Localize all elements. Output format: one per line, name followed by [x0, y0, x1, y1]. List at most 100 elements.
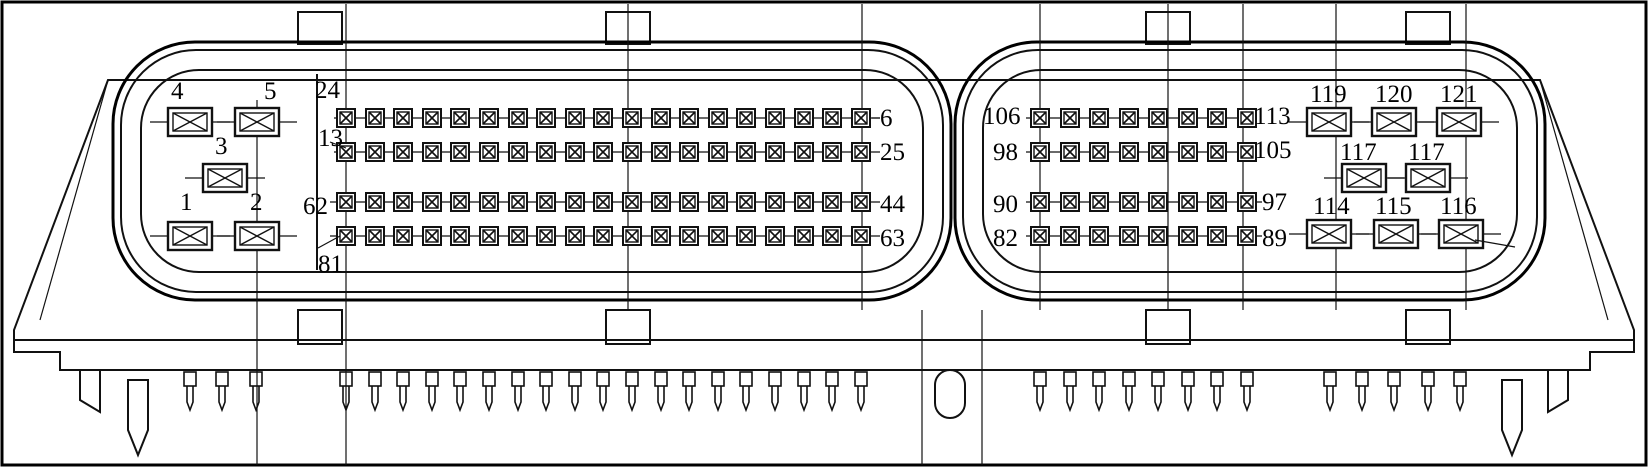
pin-label-5: 5 [264, 78, 277, 105]
pin-label-2: 2 [250, 189, 263, 216]
contact-leg [654, 371, 668, 413]
pin-label-90: 90 [993, 191, 1018, 218]
connector-housing [13, 79, 1635, 371]
pin-label-117-right: 117 [1408, 139, 1445, 166]
signal-pin [1119, 142, 1139, 162]
signal-pin [365, 226, 385, 246]
signal-pin [593, 142, 613, 162]
signal-pin [422, 142, 442, 162]
contact-leg [711, 371, 725, 413]
pin-label-106: 106 [983, 103, 1021, 130]
signal-pin [450, 192, 470, 212]
signal-pin [1148, 142, 1168, 162]
pin-label-13: 13 [318, 125, 343, 152]
signal-pin [1237, 108, 1257, 128]
contact-leg [797, 371, 811, 413]
signal-pin [679, 192, 699, 212]
pin-label-114: 114 [1313, 193, 1350, 220]
contact-leg [482, 371, 496, 413]
signal-pin [508, 192, 528, 212]
signal-pin [479, 142, 499, 162]
signal-pin [708, 192, 728, 212]
contact-leg [368, 371, 382, 413]
signal-pin [1119, 108, 1139, 128]
pin-label-1: 1 [180, 189, 193, 216]
signal-pin [736, 142, 756, 162]
contact-leg [625, 371, 639, 413]
signal-pin [422, 226, 442, 246]
contact-leg [1181, 371, 1195, 413]
bottom-contact-legs [183, 371, 1467, 413]
signal-pin [536, 192, 556, 212]
power-terminal [150, 106, 230, 138]
contact-leg [1240, 371, 1254, 413]
signal-pin [708, 142, 728, 162]
signal-pin [565, 226, 585, 246]
signal-pin [336, 142, 356, 162]
signal-pin [822, 108, 842, 128]
signal-pin [479, 226, 499, 246]
power-terminal [217, 106, 297, 138]
signal-pin [822, 142, 842, 162]
signal-pin [1089, 192, 1109, 212]
signal-pin [1030, 226, 1050, 246]
signal-pin [336, 108, 356, 128]
signal-pin [1148, 108, 1168, 128]
signal-pin [593, 108, 613, 128]
housing-inner-flank-left [39, 79, 109, 321]
signal-pin [851, 142, 871, 162]
signal-pin [851, 192, 871, 212]
contact-leg [739, 371, 753, 413]
signal-pin [1237, 226, 1257, 246]
pin-label-25: 25 [880, 139, 905, 166]
signal-pin [422, 108, 442, 128]
signal-pin [1237, 192, 1257, 212]
signal-pin [1119, 192, 1139, 212]
pin-label-24: 24 [315, 77, 341, 104]
signal-pin [822, 192, 842, 212]
power-terminal [1324, 162, 1404, 194]
signal-pin [508, 108, 528, 128]
pin-label-97: 97 [1262, 189, 1287, 216]
signal-pin [1178, 142, 1198, 162]
signal-pin [679, 142, 699, 162]
signal-pin [508, 142, 528, 162]
signal-pin [822, 226, 842, 246]
signal-pin [651, 108, 671, 128]
signal-pin [1148, 226, 1168, 246]
contact-leg [596, 371, 610, 413]
pin-label-63: 63 [880, 225, 905, 252]
power-terminal [1356, 218, 1436, 250]
signal-pin [1207, 226, 1227, 246]
signal-pin [393, 142, 413, 162]
pin-label-98: 98 [993, 139, 1018, 166]
signal-pin [765, 142, 785, 162]
signal-pin [1030, 192, 1050, 212]
signal-pin [765, 108, 785, 128]
power-terminal [185, 162, 265, 194]
contact-leg [1355, 371, 1369, 413]
signal-pin [736, 226, 756, 246]
contact-leg [1063, 371, 1077, 413]
power-terminal [1388, 162, 1468, 194]
signal-pin [794, 192, 814, 212]
signal-pin [708, 226, 728, 246]
signal-pin [593, 192, 613, 212]
contact-leg [1092, 371, 1106, 413]
signal-pin [393, 226, 413, 246]
signal-pin [1030, 142, 1050, 162]
signal-pin [1089, 142, 1109, 162]
signal-pin [536, 142, 556, 162]
signal-pin [1119, 226, 1139, 246]
label-leader-lines [317, 117, 1516, 249]
power-terminal [1289, 106, 1369, 138]
signal-pin [365, 108, 385, 128]
pin-label-116: 116 [1440, 193, 1477, 220]
signal-pin [450, 108, 470, 128]
power-terminal [1419, 106, 1499, 138]
signal-pin [736, 192, 756, 212]
contact-leg [854, 371, 868, 413]
contact-leg [183, 371, 197, 413]
contact-leg [1210, 371, 1224, 413]
